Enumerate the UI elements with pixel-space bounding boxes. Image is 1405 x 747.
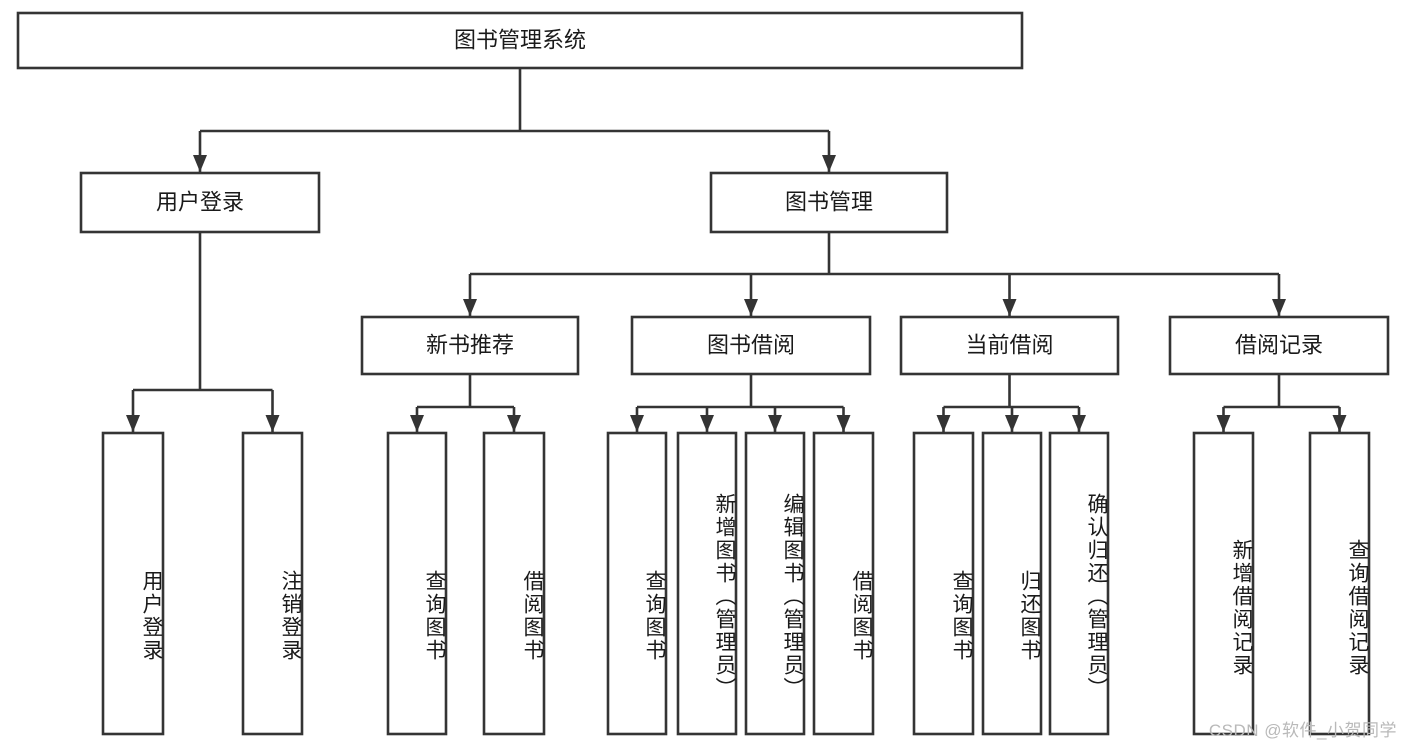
user-login-to-leaves-arrow-0 [126, 415, 140, 432]
node-l2-1-label: 图书管理 [785, 189, 873, 214]
new-book-to-leaves-arrow-1 [507, 415, 521, 432]
node-l3-3[interactable] [1168, 315, 1390, 376]
boxes-layer [16, 11, 1390, 736]
current-to-leaves-arrow-0 [936, 415, 951, 432]
leaf-node-9[interactable] [981, 431, 1043, 736]
book-mgmt-to-l3-arrow-1 [744, 299, 758, 316]
record-to-leaves-arrow-1 [1332, 415, 1347, 432]
book-mgmt-to-l3-arrow-2 [1002, 299, 1017, 316]
record-to-leaves-arrow-0 [1216, 415, 1231, 432]
borrow-to-leaves-arrow-1 [700, 415, 714, 432]
leaf-node-10[interactable] [1048, 431, 1110, 736]
root-to-l2-arrow-1 [822, 155, 836, 172]
current-to-leaves-arrow-1 [1005, 415, 1019, 432]
leaf-node-5[interactable] [676, 431, 738, 736]
borrow-to-leaves-arrow-2 [768, 415, 782, 432]
node-l3-1[interactable] [630, 315, 872, 376]
borrow-to-leaves-arrow-3 [836, 415, 851, 432]
leaf-node-12[interactable] [1308, 431, 1371, 736]
leaf-node-11[interactable] [1192, 431, 1255, 736]
book-mgmt-to-l3-arrow-3 [1272, 299, 1286, 316]
node-l3-0[interactable] [360, 315, 580, 376]
leaf-node-2[interactable] [386, 431, 448, 736]
leaf-node-3[interactable] [482, 431, 546, 736]
leaf-node-8[interactable] [912, 431, 975, 736]
book-mgmt-to-l3-arrow-0 [463, 299, 477, 316]
connectors-layer [126, 68, 1347, 432]
new-book-to-leaves-arrow-0 [410, 415, 424, 432]
node-l3-0-label: 新书推荐 [426, 332, 514, 357]
node-l2-1[interactable] [709, 171, 949, 234]
leaf-node-6[interactable] [744, 431, 806, 736]
node-l3-2-label: 当前借阅 [965, 332, 1053, 357]
node-l3-3-label: 借阅记录 [1235, 332, 1323, 357]
node-root[interactable] [16, 11, 1024, 70]
leaf-node-0[interactable] [101, 431, 165, 736]
node-l2-0-label: 用户登录 [156, 189, 244, 214]
borrow-to-leaves-arrow-0 [630, 415, 644, 432]
node-root-label: 图书管理系统 [454, 27, 586, 52]
leaf-node-1[interactable] [241, 431, 304, 736]
user-login-to-leaves-arrow-1 [265, 415, 280, 432]
watermark-text: CSDN @软件_小贺同学 [1208, 721, 1397, 740]
leaf-node-7[interactable] [812, 431, 875, 736]
current-to-leaves-arrow-2 [1072, 415, 1086, 432]
root-to-l2-arrow-0 [193, 155, 207, 172]
node-l2-0[interactable] [79, 171, 321, 234]
node-l3-2[interactable] [899, 315, 1120, 376]
leaf-node-4[interactable] [606, 431, 668, 736]
node-l3-1-label: 图书借阅 [707, 332, 795, 357]
